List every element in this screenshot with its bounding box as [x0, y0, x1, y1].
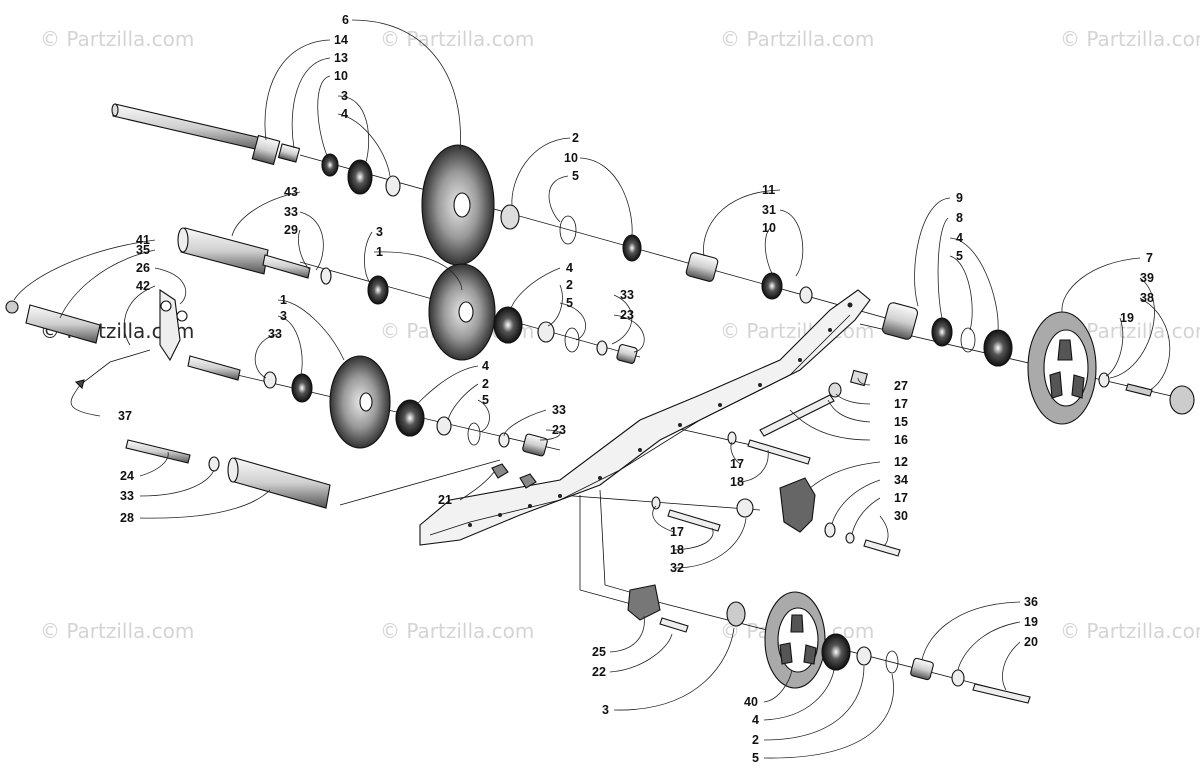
watermark: © Partzilla.com: [40, 27, 194, 51]
callout-label: 4: [341, 107, 348, 121]
callout-label: 18: [670, 543, 684, 557]
callout-label: 12: [894, 455, 908, 469]
callout-label: 7: [1146, 251, 1153, 265]
callout-label: 6: [342, 13, 349, 27]
callout-label: 19: [1120, 311, 1134, 325]
watermark: © Partzilla.com: [40, 619, 194, 643]
callout-label: 24: [120, 469, 134, 483]
callout-label: 40: [744, 695, 758, 709]
callout-label: 2: [566, 278, 573, 292]
watermark: © Partzilla.com: [380, 619, 534, 643]
callout-label: 22: [592, 665, 606, 679]
callout-labels: 6 14 13 10 3 4 2 10 5 11 31 10 9 8 4 5 7…: [118, 13, 1154, 765]
callout-label: 3: [602, 703, 609, 717]
callout-label: 8: [956, 211, 963, 225]
callout-label: 5: [752, 751, 759, 765]
callout-label: 25: [592, 645, 606, 659]
callout-label: 13: [334, 51, 348, 65]
watermark: © Partzilla.com: [1060, 619, 1200, 643]
callout-label: 33: [268, 327, 282, 341]
callout-label: 30: [894, 509, 908, 523]
top-row-parts: [321, 144, 813, 304]
callout-label: 43: [284, 185, 298, 199]
callout-label: 11: [762, 183, 775, 197]
third-row-parts: [5, 288, 548, 457]
callout-label: 31: [762, 203, 776, 217]
callout-label: 27: [894, 379, 908, 393]
callout-label: 3: [280, 309, 287, 323]
callout-label: 18: [730, 475, 744, 489]
callout-label: 20: [1024, 635, 1038, 649]
callout-label: 35: [136, 243, 150, 257]
callout-label: 3: [376, 225, 383, 239]
callout-label: 17: [670, 525, 684, 539]
callout-label: 4: [482, 359, 489, 373]
callout-label: 14: [334, 33, 348, 47]
callout-label: 17: [894, 397, 908, 411]
callout-label: 41: [136, 233, 150, 247]
callout-label: 5: [956, 249, 963, 263]
callout-label: 38: [1140, 291, 1154, 305]
callout-label: 4: [956, 231, 963, 245]
callout-label: 33: [120, 489, 134, 503]
callout-label: 33: [552, 403, 566, 417]
callout-label: 26: [136, 261, 150, 275]
callout-label: 37: [118, 409, 132, 423]
callout-label: 4: [566, 261, 573, 275]
mid-right-parts: [491, 463, 901, 557]
long-shaft: [111, 103, 301, 166]
callout-label: 33: [620, 288, 634, 302]
callout-label: 32: [670, 561, 684, 575]
watermark-group: © Partzilla.com © Partzilla.com © Partzi…: [40, 27, 1200, 643]
callout-label: 19: [1024, 615, 1038, 629]
callout-label: 10: [762, 221, 776, 235]
callout-label: 3: [341, 89, 348, 103]
callout-label: 42: [136, 279, 150, 293]
lower-left-parts: [125, 439, 331, 509]
slide-rail: [419, 289, 871, 546]
callout-label: 23: [552, 423, 566, 437]
callout-label: 21: [438, 493, 452, 507]
callout-label: 1: [280, 293, 287, 307]
callout-label: 17: [894, 491, 908, 505]
callout-label: 23: [620, 308, 634, 322]
watermark: © Partzilla.com: [380, 27, 534, 51]
callout-label: 9: [956, 191, 963, 205]
callout-label: 2: [572, 131, 579, 145]
callout-label: 39: [1140, 271, 1154, 285]
watermark: © Partzilla.com: [720, 27, 874, 51]
callout-label: 33: [284, 205, 298, 219]
callout-label: 16: [894, 433, 908, 447]
callout-label: 5: [482, 393, 489, 407]
callout-label: 4: [752, 713, 759, 727]
callout-label: 10: [334, 69, 348, 83]
callout-label: 17: [730, 457, 744, 471]
callout-label: 15: [894, 415, 908, 429]
bottom-wheel-assembly: [627, 584, 1031, 704]
leader-lines: [13, 19, 1171, 759]
callout-label: 34: [894, 473, 908, 487]
callout-label: 36: [1024, 595, 1038, 609]
callout-label: 28: [120, 511, 134, 525]
callout-label: 5: [566, 296, 573, 310]
callout-label: 2: [752, 733, 759, 747]
callout-label: 10: [564, 151, 578, 165]
callout-label: 5: [572, 169, 579, 183]
watermark: © Partzilla.com: [1060, 27, 1200, 51]
callout-label: 1: [376, 245, 383, 259]
right-wheel-assembly: [727, 302, 1195, 465]
callout-label: 2: [482, 377, 489, 391]
callout-label: 29: [284, 223, 298, 237]
second-row-parts: [177, 227, 638, 364]
